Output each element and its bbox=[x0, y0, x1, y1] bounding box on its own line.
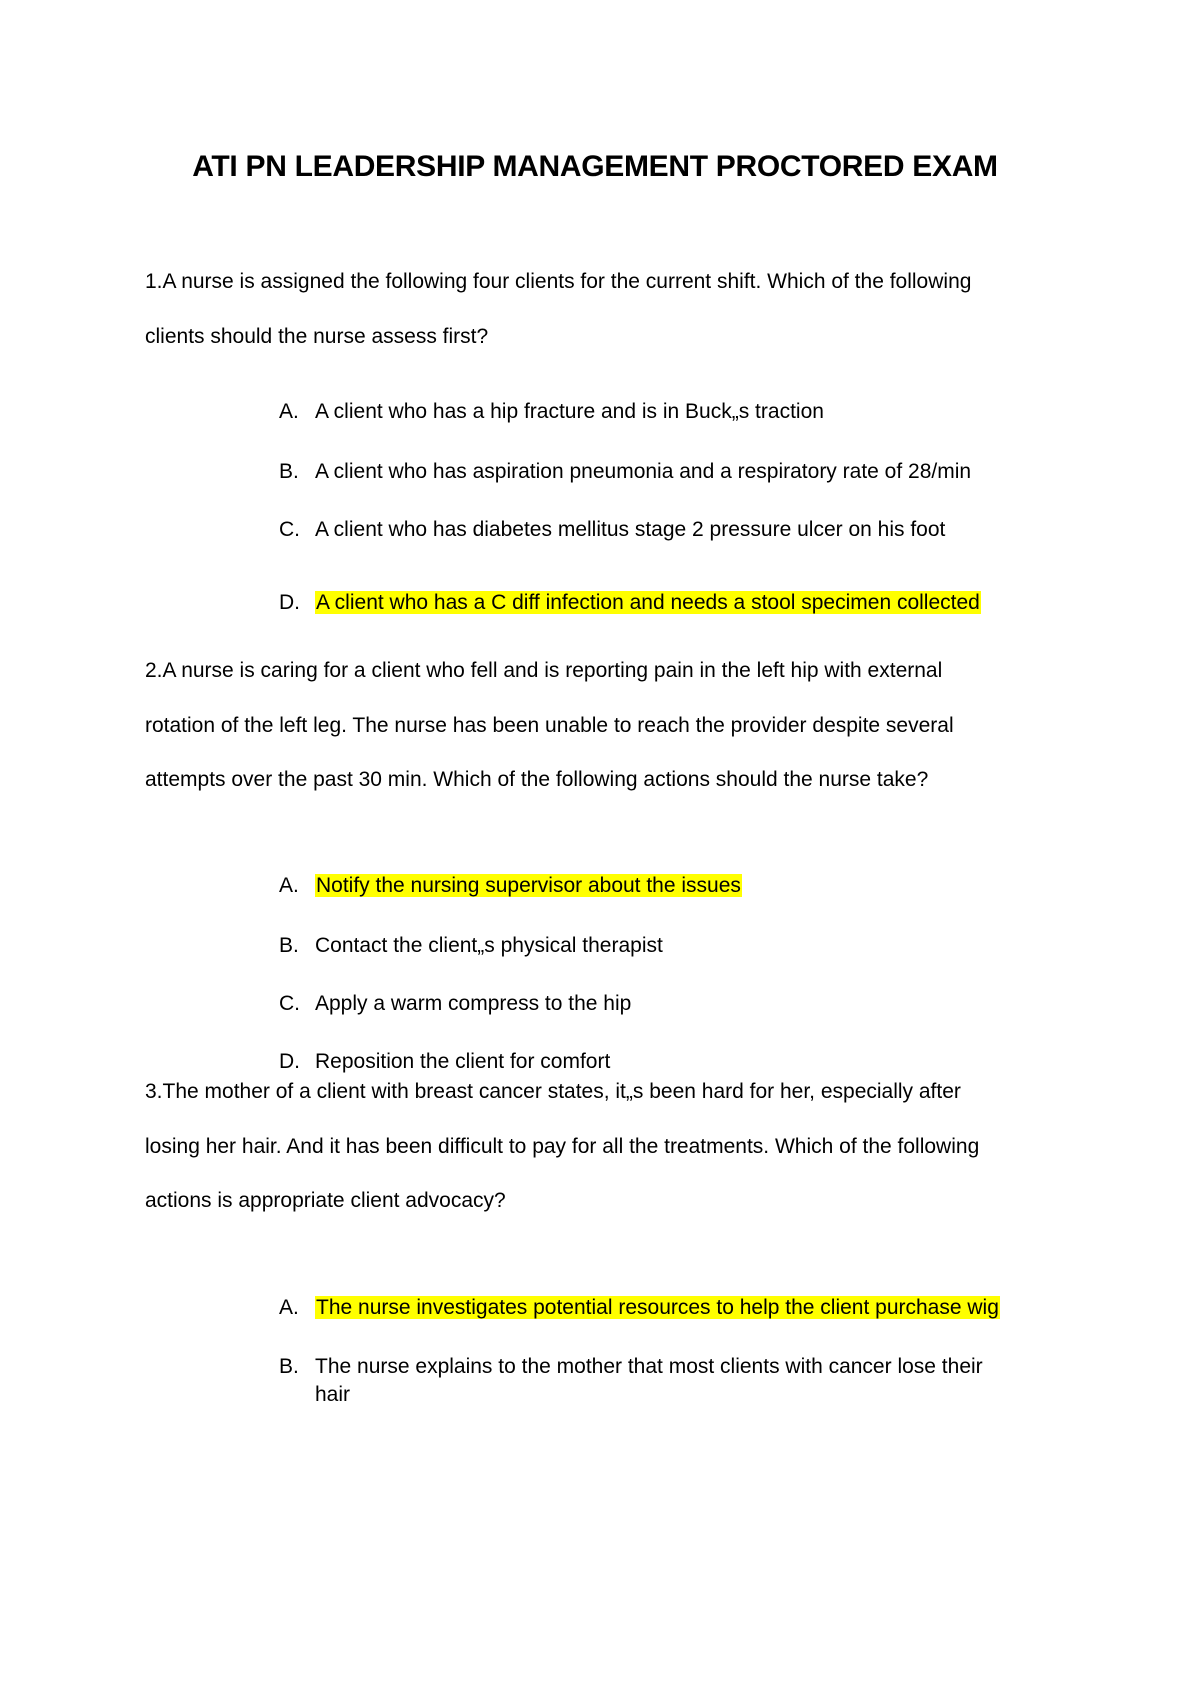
question-1-option-a-letter: A. bbox=[279, 400, 299, 423]
question-2-line-3: attempts over the past 30 min. Which of … bbox=[145, 768, 929, 791]
question-1-line-2: clients should the nurse assess first? bbox=[145, 325, 489, 348]
question-2-option-b-letter: B. bbox=[279, 934, 299, 957]
question-3-line-1: 3.The mother of a client with breast can… bbox=[145, 1080, 961, 1103]
question-1-option-c-letter: C. bbox=[279, 518, 300, 541]
question-3-option-b-letter: B. bbox=[279, 1355, 299, 1378]
question-1-line-1: 1.A nurse is assigned the following four… bbox=[145, 270, 972, 293]
question-2-option-b-text: Contact the client„s physical therapist bbox=[315, 934, 663, 957]
question-1-option-a-text: A client who has a hip fracture and is i… bbox=[315, 400, 824, 423]
question-3-option-b-text-continued: hair bbox=[315, 1383, 351, 1406]
answer-highlight: The nurse investigates potential resourc… bbox=[315, 1296, 1000, 1319]
question-1-option-b-letter: B. bbox=[279, 460, 299, 483]
question-2-option-a-letter: A. bbox=[279, 874, 299, 897]
question-1-option-d-letter: D. bbox=[279, 591, 300, 614]
question-1-option-c-text: A client who has diabetes mellitus stage… bbox=[315, 518, 946, 541]
question-3-option-a-text: The nurse investigates potential resourc… bbox=[315, 1296, 1000, 1320]
question-2-option-d-text: Reposition the client for comfort bbox=[315, 1050, 611, 1073]
answer-highlight: Notify the nursing supervisor about the … bbox=[315, 874, 742, 897]
question-1-option-d-text: A client who has a C diff infection and … bbox=[315, 591, 981, 615]
question-2-option-a-text: Notify the nursing supervisor about the … bbox=[315, 874, 742, 898]
question-2-option-c-text: Apply a warm compress to the hip bbox=[315, 992, 632, 1015]
document-title: ATI PN LEADERSHIP MANAGEMENT PROCTORED E… bbox=[192, 150, 998, 183]
question-1-option-b-text: A client who has aspiration pneumonia an… bbox=[315, 460, 972, 483]
question-2-line-2: rotation of the left leg. The nurse has … bbox=[145, 714, 954, 737]
question-3-line-3: actions is appropriate client advocacy? bbox=[145, 1189, 506, 1212]
question-3-option-b-text: The nurse explains to the mother that mo… bbox=[315, 1355, 983, 1378]
question-3-line-2: losing her hair. And it has been difficu… bbox=[145, 1135, 980, 1158]
answer-highlight: A client who has a C diff infection and … bbox=[315, 591, 981, 614]
question-2-option-c-letter: C. bbox=[279, 992, 300, 1015]
question-2-option-d-letter: D. bbox=[279, 1050, 300, 1073]
question-2-line-1: 2.A nurse is caring for a client who fel… bbox=[145, 659, 943, 682]
question-3-option-a-letter: A. bbox=[279, 1296, 299, 1319]
